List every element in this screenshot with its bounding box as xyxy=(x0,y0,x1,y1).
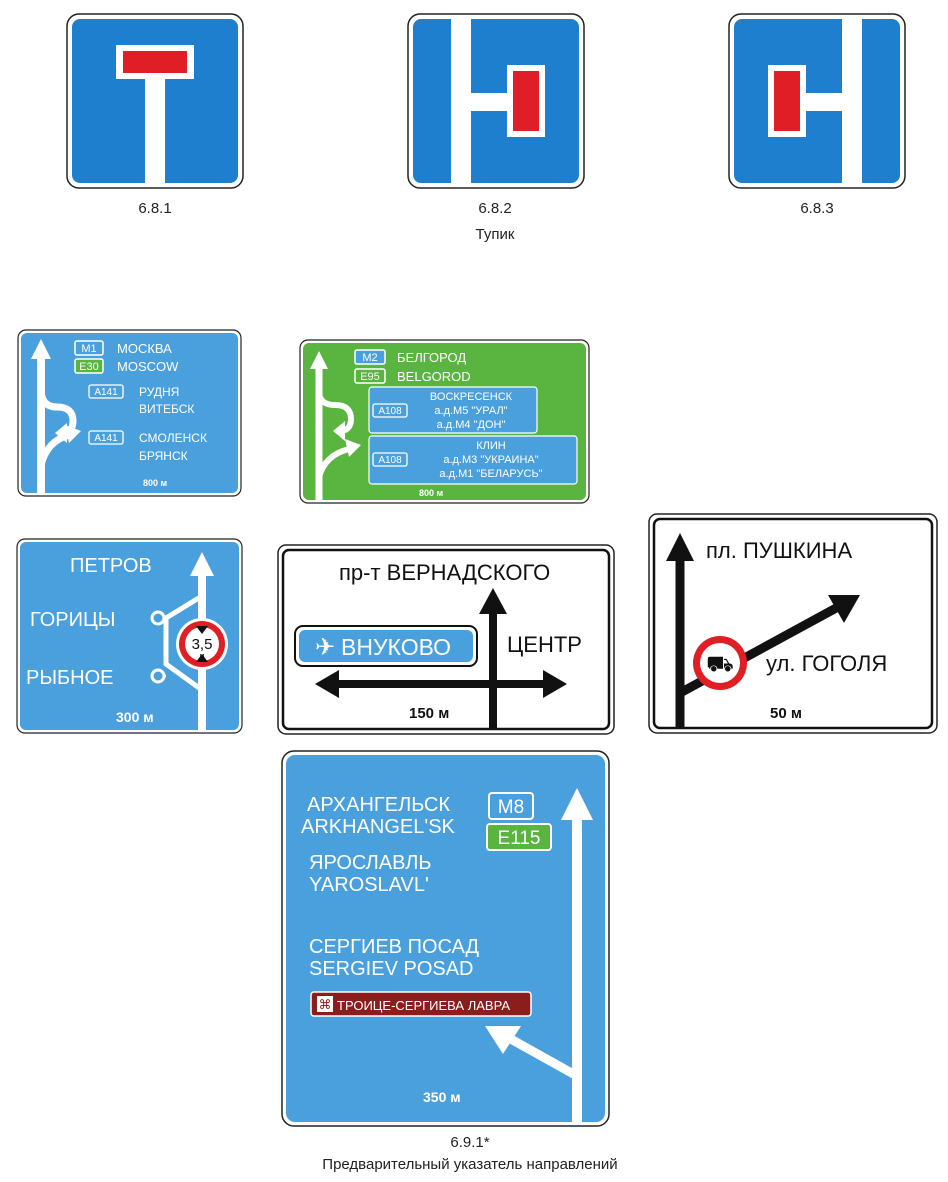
sign-b-r4-l2: а.д.M3 "УКРАИНА" xyxy=(443,454,538,466)
sign-d-right: ЦЕНТР xyxy=(507,632,582,657)
sign-a-code-2: E30 xyxy=(79,361,99,373)
sign-c-goritsy: ГОРИЦЫ xyxy=(30,609,115,631)
sign-a-name-2: MOSCOW xyxy=(117,359,179,374)
sign-6-8-3-label: 6.8.3 xyxy=(800,200,834,217)
sign-a-name-1: МОСКВА xyxy=(117,341,172,356)
sign-d-airport: ВНУКОВО xyxy=(341,634,451,660)
sign-b-r3-l3: а.д.M4 "ДОН" xyxy=(437,419,506,431)
truck-icon: ⛟ xyxy=(706,651,734,676)
sign-6-8-1 xyxy=(66,13,244,189)
sign-b-name-1: БЕЛГОРОД xyxy=(397,350,466,365)
sign-c-limit-unit: м xyxy=(200,653,205,660)
sign-b-name-2: BELGOROD xyxy=(397,369,471,384)
sign-e-top: пл. ПУШКИНА xyxy=(706,538,852,563)
landmark-icon: ⌘ xyxy=(319,997,332,1012)
sign-f-l6: SERGIEV POSAD xyxy=(309,958,474,980)
sign-6-8-3 xyxy=(728,13,906,189)
sign-a-r4-line2: БРЯНСК xyxy=(139,449,188,463)
sign-c-rybnoe: РЫБНОЕ xyxy=(26,667,114,689)
sign-a-code-4: A141 xyxy=(94,433,118,444)
sign-b-r4-l3: а.д.M1 "БЕЛАРУСЬ" xyxy=(439,468,542,480)
sign-c-limit: 3,5 xyxy=(192,636,213,653)
sign-petrov: ПЕТРОВ ГОРИЦЫ РЫБНОЕ 3,5 м 300 м xyxy=(16,538,243,734)
sign-c-petrov: ПЕТРОВ xyxy=(70,555,152,577)
sign-f-l1: АРХАНГЕЛЬСК xyxy=(307,794,450,816)
sign-f-code1: M8 xyxy=(498,797,524,818)
sign-e-distance: 50 м xyxy=(770,705,802,722)
sign-b-r3-l1: ВОСКРЕСЕНСК xyxy=(430,391,513,403)
sign-a-code-3: A141 xyxy=(94,387,118,398)
sign-b-r4-l1: КЛИН xyxy=(476,440,506,452)
sign-belgorod: M2 БЕЛГОРОД E95 BELGOROD A108 ВОСКРЕСЕНС… xyxy=(299,339,590,504)
sign-b-code-2: E95 xyxy=(360,371,380,383)
sign-arkhangelsk: АРХАНГЕЛЬСК ARKHANGEL'SK M8 E115 ЯРОСЛАВ… xyxy=(281,750,610,1127)
sign-b-code-3: A108 xyxy=(378,406,402,417)
sign-c-distance: 300 м xyxy=(116,709,154,725)
sign-d-distance: 150 м xyxy=(409,705,449,722)
group-caption-dead-end: Тупик xyxy=(475,226,515,243)
sign-6-8-2 xyxy=(407,13,585,189)
sign-a-code-1: M1 xyxy=(81,343,96,355)
sign-a-r3-line1: РУДНЯ xyxy=(139,385,179,399)
sign-b-code-1: M2 xyxy=(362,352,377,364)
sign-a-r4-line1: СМОЛЕНСК xyxy=(139,431,207,445)
sign-e-right: ул. ГОГОЛЯ xyxy=(766,651,887,676)
sign-vernadskogo: пр-т ВЕРНАДСКОГО ✈ ВНУКОВО ЦЕНТР 150 м xyxy=(277,544,615,735)
sign-f-landmark: ТРОИЦЕ-СЕРГИЕВА ЛАВРА xyxy=(337,998,510,1013)
sign-f-l4: YAROSLAVL' xyxy=(309,874,429,896)
sign-6-8-2-label: 6.8.2 xyxy=(478,200,512,217)
sign-a-distance: 800 м xyxy=(143,478,168,488)
sign-6-9-1-label: 6.9.1* xyxy=(450,1134,490,1151)
sign-pushkina: пл. ПУШКИНА ⛟ ул. ГОГОЛЯ 50 м xyxy=(648,513,938,734)
sign-moscow: M1 МОСКВА E30 MOSCOW A141 РУДНЯ ВИТЕБСК … xyxy=(17,329,242,497)
bottom-caption: Предварительный указатель направлений xyxy=(322,1156,618,1173)
sign-f-code2: E115 xyxy=(498,828,541,849)
sign-f-l5: СЕРГИЕВ ПОСАД xyxy=(309,936,480,958)
sign-a-r3-line2: ВИТЕБСК xyxy=(139,402,194,416)
airplane-icon: ✈ xyxy=(315,634,335,661)
sign-d-top: пр-т ВЕРНАДСКОГО xyxy=(339,560,550,585)
sign-b-distance: 800 м xyxy=(419,488,444,498)
sign-b-r3-l2: а.д.M5 "УРАЛ" xyxy=(434,405,507,417)
sign-6-8-1-label: 6.8.1 xyxy=(138,200,172,217)
sign-b-code-4: A108 xyxy=(378,455,402,466)
sign-f-distance: 350 м xyxy=(423,1089,461,1105)
sign-f-l2: ARKHANGEL'SK xyxy=(301,816,456,838)
sign-f-l3: ЯРОСЛАВЛЬ xyxy=(309,852,432,874)
